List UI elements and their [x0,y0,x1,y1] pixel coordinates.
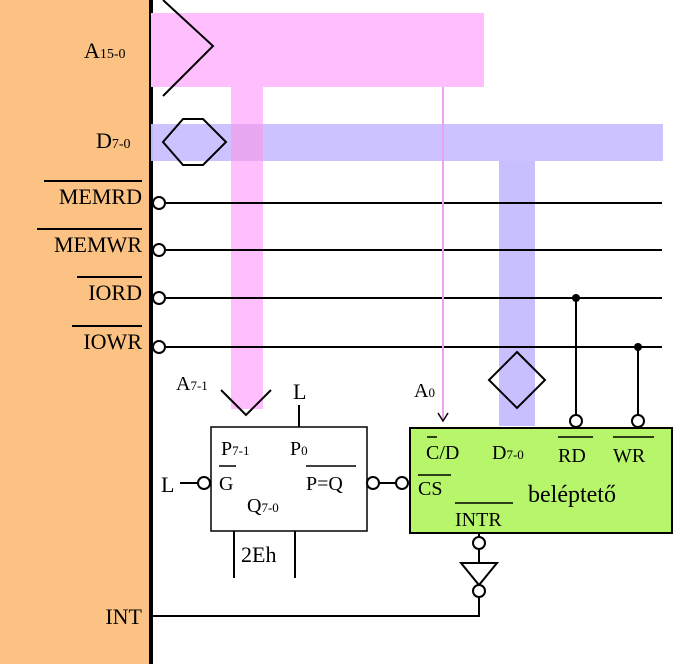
cpu-panel [0,0,151,664]
l-top-label: L [293,379,306,404]
address-bus-label: A15-0 [84,38,126,63]
iord-bubble [152,291,166,305]
data-bus [151,124,663,161]
iowr-bubble [152,340,166,354]
a0-label: A0 [414,380,435,402]
l-left-label: L [161,472,174,497]
cs-label: CS [418,478,442,500]
wr-bubble [631,414,645,428]
memrd-bubble [152,196,166,210]
comparator-value-label: 2Eh [241,542,276,567]
intr-label: INTR [455,509,502,531]
wr-label: WR [613,445,646,467]
iord-label: IORD [88,280,142,305]
comparator-addr-arrow [220,389,272,417]
device-box [409,427,673,534]
address-bus [151,13,484,87]
device-name-label: beléptető [528,482,616,508]
wr-junction [634,343,642,351]
comparator-box [210,426,368,532]
p-input-label: P7-1 [221,438,249,460]
peq-bubble [366,476,380,490]
rd-junction [572,294,580,302]
cs-bubble [395,476,409,490]
device-data-bidir-arrow [487,350,547,410]
a0-arrowhead [437,412,449,423]
memwr-bubble [152,243,166,257]
bus-overlap [231,124,263,161]
data-bus-tap [499,161,535,426]
g-bubble [197,476,211,490]
rd-label: RD [558,445,586,467]
p0-label: P0 [290,438,308,460]
device-data-label: D7-0 [492,442,524,464]
data-bus-bidir-arrow [161,118,228,166]
comparator-addr-label: A7-1 [176,373,208,395]
int-label: INT [105,604,142,629]
int-line [153,597,480,617]
inverter-bubble [472,584,486,598]
inverter-triangle [458,562,500,587]
q-label: Q7-0 [247,495,279,517]
cd-label: C/D [426,442,459,464]
peq-label: P=Q [306,473,343,495]
data-bus-label: D7-0 [96,128,131,153]
rd-bubble [569,414,583,428]
g-label: G [219,473,233,495]
address-bus-arrow [162,0,215,97]
iowr-label: IOWR [83,329,142,354]
intr-bubble [472,536,486,550]
memrd-label: MEMRD [59,184,142,209]
memwr-label: MEMWR [54,232,142,257]
